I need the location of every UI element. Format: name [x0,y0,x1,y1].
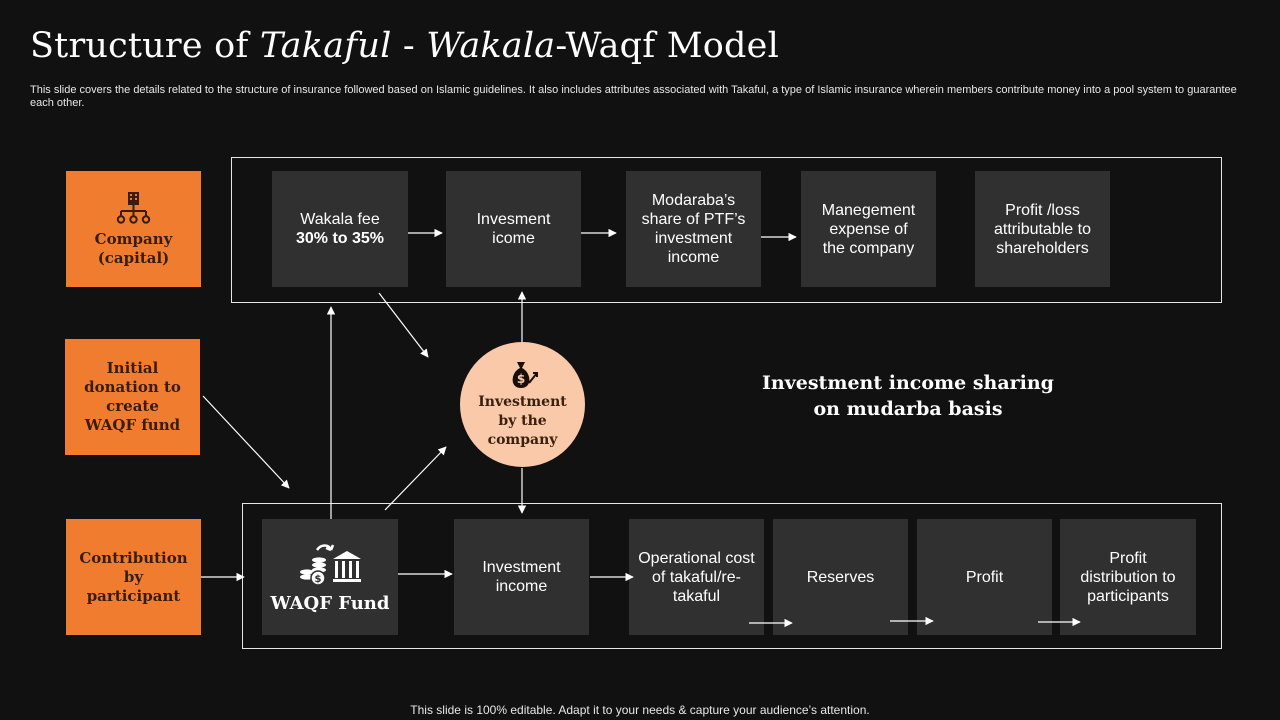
profit-box: Profit [917,519,1052,635]
modaraba-share-box: Modaraba’s share of PTF’s investment inc… [626,171,761,287]
investment-income-bottom-label: Investment income [482,559,561,595]
initial-donation-label: Initial donation to create WAQF fund [84,359,181,434]
wakala-fee-value: 30% to 35% [295,230,385,247]
waqf-fund-label: WAQF Fund [270,592,390,614]
wakala-fee-box: Wakala fee 30% to 35% [272,171,408,287]
reserves-label: Reserves [806,568,875,586]
arrow-donation-to-waqf [202,395,290,489]
profit-distribution-box: Profit distribution to participants [1060,519,1196,635]
management-expense-box: Manegement expense of the company [801,171,936,287]
investment-sharing-note: Investment income sharing on mudarba bas… [762,372,1054,420]
money-bag-icon: $ [512,362,538,388]
profit-distribution-label: Profit distribution to participants [1080,550,1176,605]
svg-text:$: $ [315,574,322,585]
arrow-waqf-to-circle [384,446,447,511]
management-expense-label: Manegement expense of the company [821,201,916,257]
reserves-box: Reserves [773,519,908,635]
contribution-label: Contribution by participant [79,548,188,605]
initial-donation-box: Initial donation to create WAQF fund [65,339,200,455]
top-flow-frame [231,157,1222,303]
waqf-fund-box: $ WAQF Fund [262,519,398,635]
investment-income-bottom-box: Investment income [454,519,589,635]
investment-income-top-box: Invesment icome [446,171,581,287]
slide-footer: This slide is 100% editable. Adapt it to… [410,703,870,717]
coins-bank-icon: $ [300,543,361,586]
profit-loss-box: Profit /loss attributable to shareholder… [975,171,1110,287]
investment-by-company-label: Investment by the company [478,394,567,448]
slide-subtitle: This slide covers the details related to… [30,84,1237,109]
profit-loss-label: Profit /loss attributable to shareholder… [994,201,1091,257]
modaraba-share-label: Modaraba’s share of PTF’s investment inc… [641,192,746,266]
profit-label: Profit [965,568,1004,586]
operational-cost-label: Operational cost of takaful/re-takaful [638,550,755,605]
operational-cost-box: Operational cost of takaful/re-takaful [629,519,764,635]
investment-income-top-label: Invesment icome [476,211,551,247]
company-capital-box: Company (capital) [66,171,201,287]
investment-by-company-circle: $ Investment by the company [460,342,585,467]
arrow-wakala-to-circle [378,292,429,358]
org-chart-icon [116,192,150,224]
svg-text:$: $ [516,372,524,386]
wakala-fee-label: Wakala fee [300,211,380,228]
contribution-box: Contribution by participant [66,519,201,635]
slide-title: Structure of Takaful - Wakala-Waqf Model [30,26,779,66]
company-capital-label: Company (capital) [94,230,173,267]
